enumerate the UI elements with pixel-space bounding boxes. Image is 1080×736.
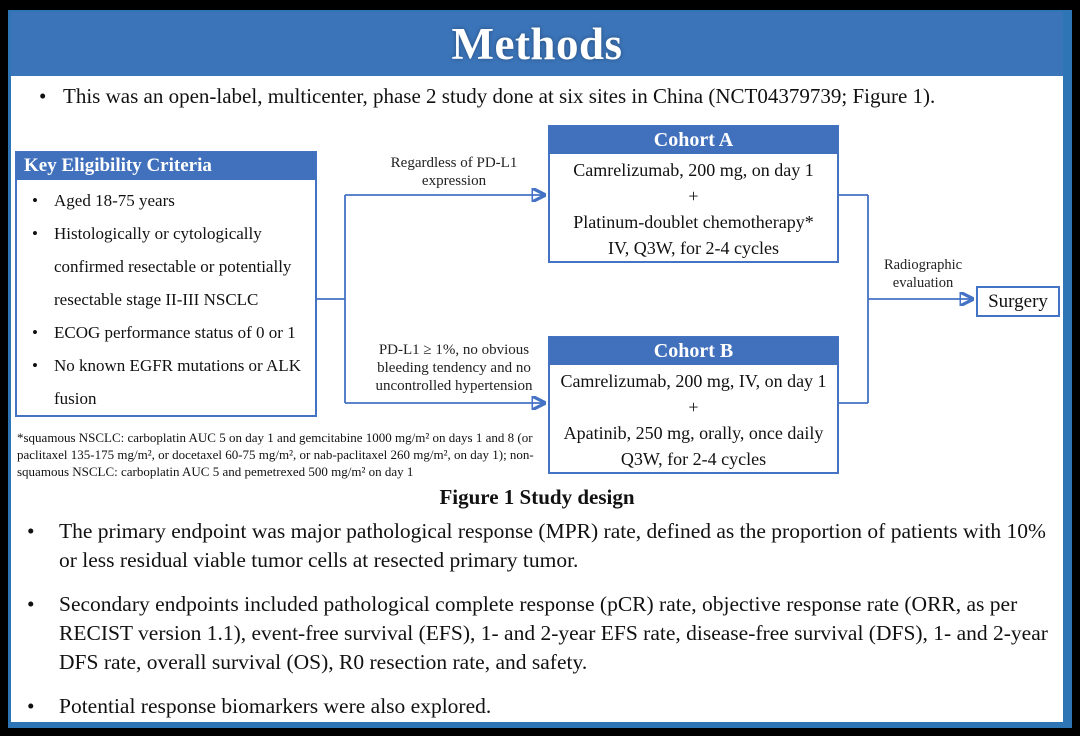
eligibility-item: ECOG performance status of 0 or 1 [27,316,309,349]
cohorts-merge-line [839,194,869,404]
endpoint-bullet: Secondary endpoints included pathologica… [13,590,1051,677]
branch-top-label: Regardless of PD-L1 expression [390,155,518,189]
eligibility-item: Aged 18-75 years [27,184,309,217]
methods-slide: Methods This was an open-label, multicen… [8,10,1072,728]
treatment-line: Camrelizumab, 200 mg, on day 1 [573,160,814,180]
eligibility-box: Key Eligibility Criteria Aged 18-75 year… [15,151,317,417]
endpoints-section: The primary endpoint was major pathologi… [13,517,1051,736]
cohort-a-regimen: Camrelizumab, 200 mg, on day 1 + Platinu… [550,153,837,261]
title-bar: Methods [11,12,1063,76]
treatment-line: Platinum-doublet chemotherapy* [573,212,814,232]
eligibility-branch-line [315,195,346,403]
treatment-line: Camrelizumab, 200 mg, IV, on day 1 [560,371,827,391]
cohort-b-header: Cohort B [549,337,838,365]
plus-sign: + [688,186,699,206]
plus-sign: + [688,397,699,417]
treatment-line: Apatinib, 250 mg, orally, once daily [563,423,824,443]
eligibility-item: No known EGFR mutations or ALK fusion [27,349,309,415]
evaluation-label: Radiographic evaluation [883,257,963,291]
cohort-b-box: Cohort B Camrelizumab, 200 mg, IV, on da… [548,336,839,474]
eligibility-item: Histologically or cytologically confirme… [27,217,309,316]
cohort-b-regimen: Camrelizumab, 200 mg, IV, on day 1 + Apa… [550,364,837,472]
surgery-label: Surgery [988,291,1048,312]
figure-caption: Figure 1 Study design [439,485,635,509]
intro-bullet: This was an open-label, multicenter, pha… [13,82,1080,111]
eligibility-header: Key Eligibility Criteria [16,152,316,180]
cohort-a-header: Cohort A [549,126,838,154]
treatment-line: IV, Q3W, for 2-4 cycles [608,238,779,258]
cohort-a-box: Cohort A Camrelizumab, 200 mg, on day 1 … [548,125,839,263]
treatment-line: Q3W, for 2-4 cycles [620,449,767,469]
branch-bottom-label: PD-L1 ≥ 1%, no obvious bleeding tendency… [375,342,533,394]
endpoint-bullet: The primary endpoint was major pathologi… [13,517,1051,575]
figure-footnote: *squamous NSCLC: carboplatin AUC 5 on da… [17,430,534,479]
surgery-box: Surgery [976,286,1060,317]
eligibility-list: Aged 18-75 years Histologically or cytol… [17,184,315,415]
endpoint-bullet: Potential response biomarkers were also … [13,692,1051,721]
page-title: Methods [451,19,623,69]
